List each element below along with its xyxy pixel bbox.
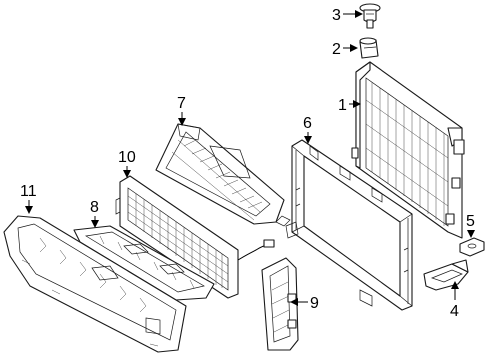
svg-text:8: 8 [90, 199, 99, 216]
svg-text:1: 1 [338, 97, 347, 114]
callout-10: 10 [118, 149, 136, 178]
callout-1: 1 [338, 97, 361, 114]
part-7-upper-air-guide [155, 123, 291, 227]
part-1-radiator [351, 61, 465, 239]
part-11-lower-shield [3, 215, 187, 353]
svg-text:5: 5 [466, 213, 475, 230]
svg-text:11: 11 [20, 183, 37, 200]
callout-6: 6 [303, 115, 312, 144]
callout-11: 11 [20, 183, 37, 214]
callout-3: 3 [332, 7, 363, 24]
part-4-bracket [423, 259, 469, 291]
part-3-cap [359, 3, 381, 29]
part-2-bushing [359, 37, 379, 59]
svg-text:3: 3 [332, 7, 341, 24]
svg-text:10: 10 [118, 149, 136, 166]
svg-text:4: 4 [450, 303, 459, 320]
svg-text:6: 6 [303, 115, 312, 132]
svg-text:9: 9 [310, 295, 319, 312]
svg-text:7: 7 [177, 95, 186, 112]
part-9-side-air-guide [261, 257, 299, 351]
callout-7: 7 [177, 95, 186, 126]
svg-text:2: 2 [332, 41, 341, 58]
callout-9: 9 [290, 295, 319, 312]
part-10-grille [115, 175, 275, 299]
callout-5: 5 [466, 213, 475, 238]
callout-4: 4 [450, 281, 459, 320]
callout-2: 2 [332, 41, 358, 58]
callout-8: 8 [90, 199, 99, 228]
part-6-support-frame [285, 139, 413, 311]
part-5-clip [459, 237, 485, 257]
